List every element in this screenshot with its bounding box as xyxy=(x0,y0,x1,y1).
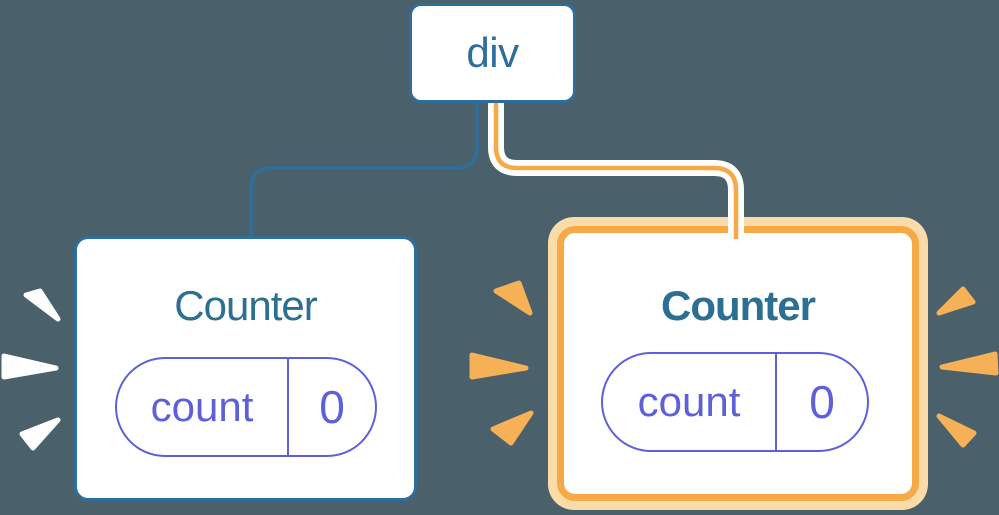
state-key-label: count xyxy=(117,359,289,455)
burst-ray-icon xyxy=(936,286,976,316)
burst-ray-icon xyxy=(939,351,999,376)
burst-rays-middle xyxy=(469,280,534,446)
counter-card-active: Counter count 0 xyxy=(557,226,919,501)
root-node-label: div xyxy=(466,29,519,76)
burst-ray-icon xyxy=(469,352,529,380)
state-key-label: count xyxy=(603,354,777,450)
burst-rays-right xyxy=(936,286,999,448)
counter-card-active-halo: Counter count 0 xyxy=(548,217,928,510)
counter-card-inactive: Counter count 0 xyxy=(74,236,417,501)
root-node: div xyxy=(409,3,576,103)
burst-ray-icon xyxy=(936,413,977,448)
state-value: 0 xyxy=(319,381,345,433)
burst-ray-icon xyxy=(1,353,59,380)
state-value: 0 xyxy=(809,376,835,428)
state-pill: count 0 xyxy=(601,352,869,452)
burst-ray-icon xyxy=(490,410,534,446)
burst-ray-icon xyxy=(493,280,533,316)
state-pill: count 0 xyxy=(115,357,377,457)
burst-ray-icon xyxy=(19,417,61,451)
edge-div-to-left-counter xyxy=(249,100,479,238)
counter-title: Counter xyxy=(661,282,816,329)
counter-title: Counter xyxy=(174,282,317,329)
burst-rays-left xyxy=(1,288,61,451)
burst-ray-icon xyxy=(23,288,61,322)
